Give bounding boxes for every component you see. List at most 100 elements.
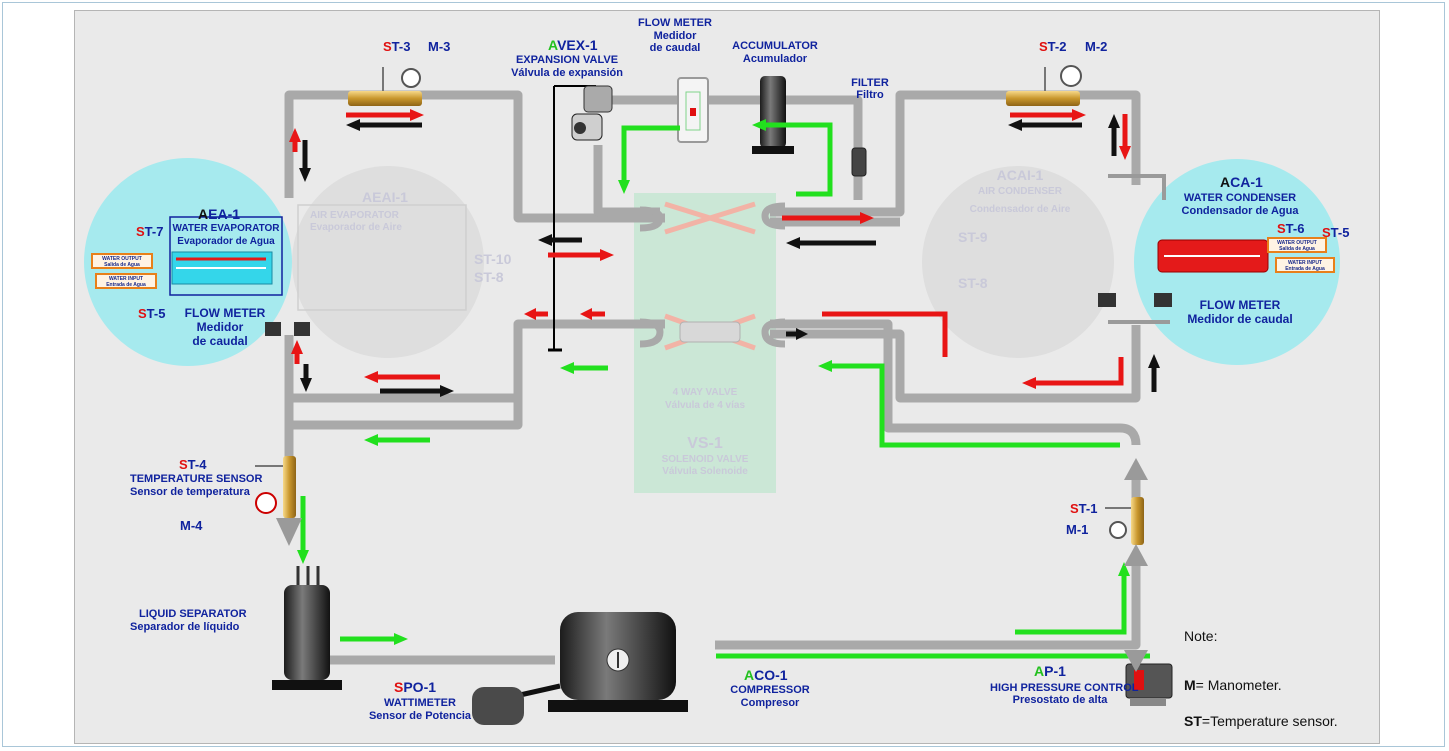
arrow-green-9-head: [1118, 562, 1130, 576]
return-curl: [1119, 423, 1141, 446]
flowmeter-left-es1: Medidor: [196, 320, 244, 334]
separator-inlets: [296, 566, 320, 585]
air-condenser-ghost-zone: [922, 166, 1114, 358]
m2-label: M-2: [1085, 39, 1108, 54]
aea-name-es: Evaporador de Agua: [177, 236, 275, 247]
flow-arrows: [276, 109, 1160, 672]
arrow-grey-down-2: [1124, 650, 1148, 672]
st3-sensor-body: [348, 91, 422, 106]
arrow-green-7-head: [394, 633, 408, 645]
arrow-black-3-head: [538, 234, 552, 246]
filter-es: Filtro: [856, 89, 884, 101]
st4-name-es: Sensor de temperatura: [130, 486, 250, 498]
arrow-grey-up-2: [1124, 544, 1148, 566]
accumulator-es: Acumulador: [742, 53, 808, 65]
st2-sensor-body: [1006, 91, 1080, 106]
condenser-link: [1108, 174, 1166, 200]
pipe-top-center: [612, 95, 863, 200]
flowmeter-left-en: FLOW METER: [184, 306, 266, 320]
exp-valve-port: [574, 122, 586, 134]
pipe-exp-valve-left: [593, 145, 660, 217]
arrow-black-9-head: [300, 378, 312, 392]
condenser-fitting-left: [1098, 293, 1116, 307]
st10-ghost: ST-10: [474, 251, 512, 267]
arrow-red-12: [1036, 357, 1124, 386]
ap-name-es: Presostato de alta: [1012, 694, 1108, 706]
arrow-green-9: [1015, 576, 1127, 635]
aco-name-es: Compresor: [740, 697, 800, 709]
four-way-bends: [639, 202, 786, 348]
m2-gauge: [1060, 65, 1082, 87]
arrow-green-2-head: [752, 119, 766, 131]
wattmeter-cable: [519, 683, 561, 698]
note-manometer: M= Manometer.: [1184, 677, 1282, 693]
arrow-grey-up-1: [1124, 458, 1148, 480]
arrow-green-3-head: [560, 362, 574, 374]
st3-label: ST-3: [383, 39, 411, 54]
avex-name-en: EXPANSION VALVE: [515, 54, 619, 66]
st2-label: ST-2: [1039, 39, 1067, 54]
vs-label: VS-1: [687, 435, 723, 452]
m3-gauge: [401, 68, 421, 88]
pressure-control-switch: [1134, 670, 1144, 690]
avex-label: AVEX-1: [548, 37, 598, 53]
aeai-name-es: Evaporador de Aire: [310, 222, 402, 233]
evaporator-fitting-left: [265, 322, 281, 336]
st4-label: ST-4: [179, 457, 207, 472]
note-temperature-sensor: ST=Temperature sensor.: [1184, 713, 1338, 729]
arrow-black-10-head: [1148, 354, 1160, 368]
vs-name-en: SOLENOID VALVE: [661, 454, 749, 465]
arrow-black-8-head: [796, 328, 808, 340]
pressure-control-base: [1130, 698, 1166, 706]
evaporator-frame: [169, 216, 283, 296]
pipe-suction-left: [284, 398, 523, 430]
arrows-grey: [276, 458, 1148, 672]
bend-tl: [639, 206, 664, 232]
cond-water-output-box: [1267, 237, 1327, 253]
m1-label: M-1: [1066, 522, 1089, 537]
st1-label: ST-1: [1070, 501, 1098, 516]
arrow-red-6-head: [289, 128, 301, 142]
arrow-red-10-head: [291, 340, 303, 354]
arrow-red-1-head: [410, 109, 424, 121]
arrow-red-9-head: [580, 308, 592, 320]
vs-name-es: Válvula Solenoide: [662, 466, 748, 477]
acai-label: ACAI-1: [996, 167, 1044, 183]
flowmeter-top-scale: [685, 91, 701, 131]
arrow-black-4-head: [786, 237, 800, 249]
arrow-green-1: [621, 125, 680, 180]
arrow-green-6-head: [297, 550, 309, 564]
air-evaporator-ghost-box: [297, 204, 467, 311]
arrow-black-2-head: [1008, 119, 1022, 131]
arrow-red-8-head: [524, 308, 536, 320]
acai-name-es: Condensador de Aire: [969, 204, 1071, 215]
spo-label: SPO-1: [394, 679, 437, 695]
expansion-valve: [571, 85, 613, 141]
pipe-top-left: [284, 90, 665, 223]
filter-body: [851, 147, 867, 177]
flowmeter-top-en: FLOW METER: [638, 17, 712, 29]
st5-right-label: ST-5: [1322, 225, 1350, 240]
flowmeter-top-float: [690, 108, 696, 116]
aea-name-en: WATER EVAPORATOR: [172, 223, 280, 234]
m4-label: M-4: [180, 518, 203, 533]
aea-label: AEA-1: [198, 206, 241, 222]
st8-right-ghost: ST-8: [958, 275, 988, 291]
exp-valve-coil: [583, 85, 613, 113]
cross-top-b: [664, 201, 756, 235]
evaporator-fitting-right: [294, 322, 310, 336]
compressor-base: [548, 700, 688, 712]
aca-name-en: WATER CONDENSER: [1183, 192, 1297, 204]
arrow-red-7-head: [1119, 146, 1131, 160]
arrows-black: [299, 114, 1160, 397]
condenser-fitting-right: [1154, 293, 1172, 307]
st8-left-ghost: ST-8: [474, 269, 504, 285]
ap-label: AP-1: [1034, 663, 1066, 679]
arrow-black-6-head: [299, 168, 311, 182]
separator-base: [272, 680, 342, 690]
aca-label: ACA-1: [1220, 174, 1263, 190]
